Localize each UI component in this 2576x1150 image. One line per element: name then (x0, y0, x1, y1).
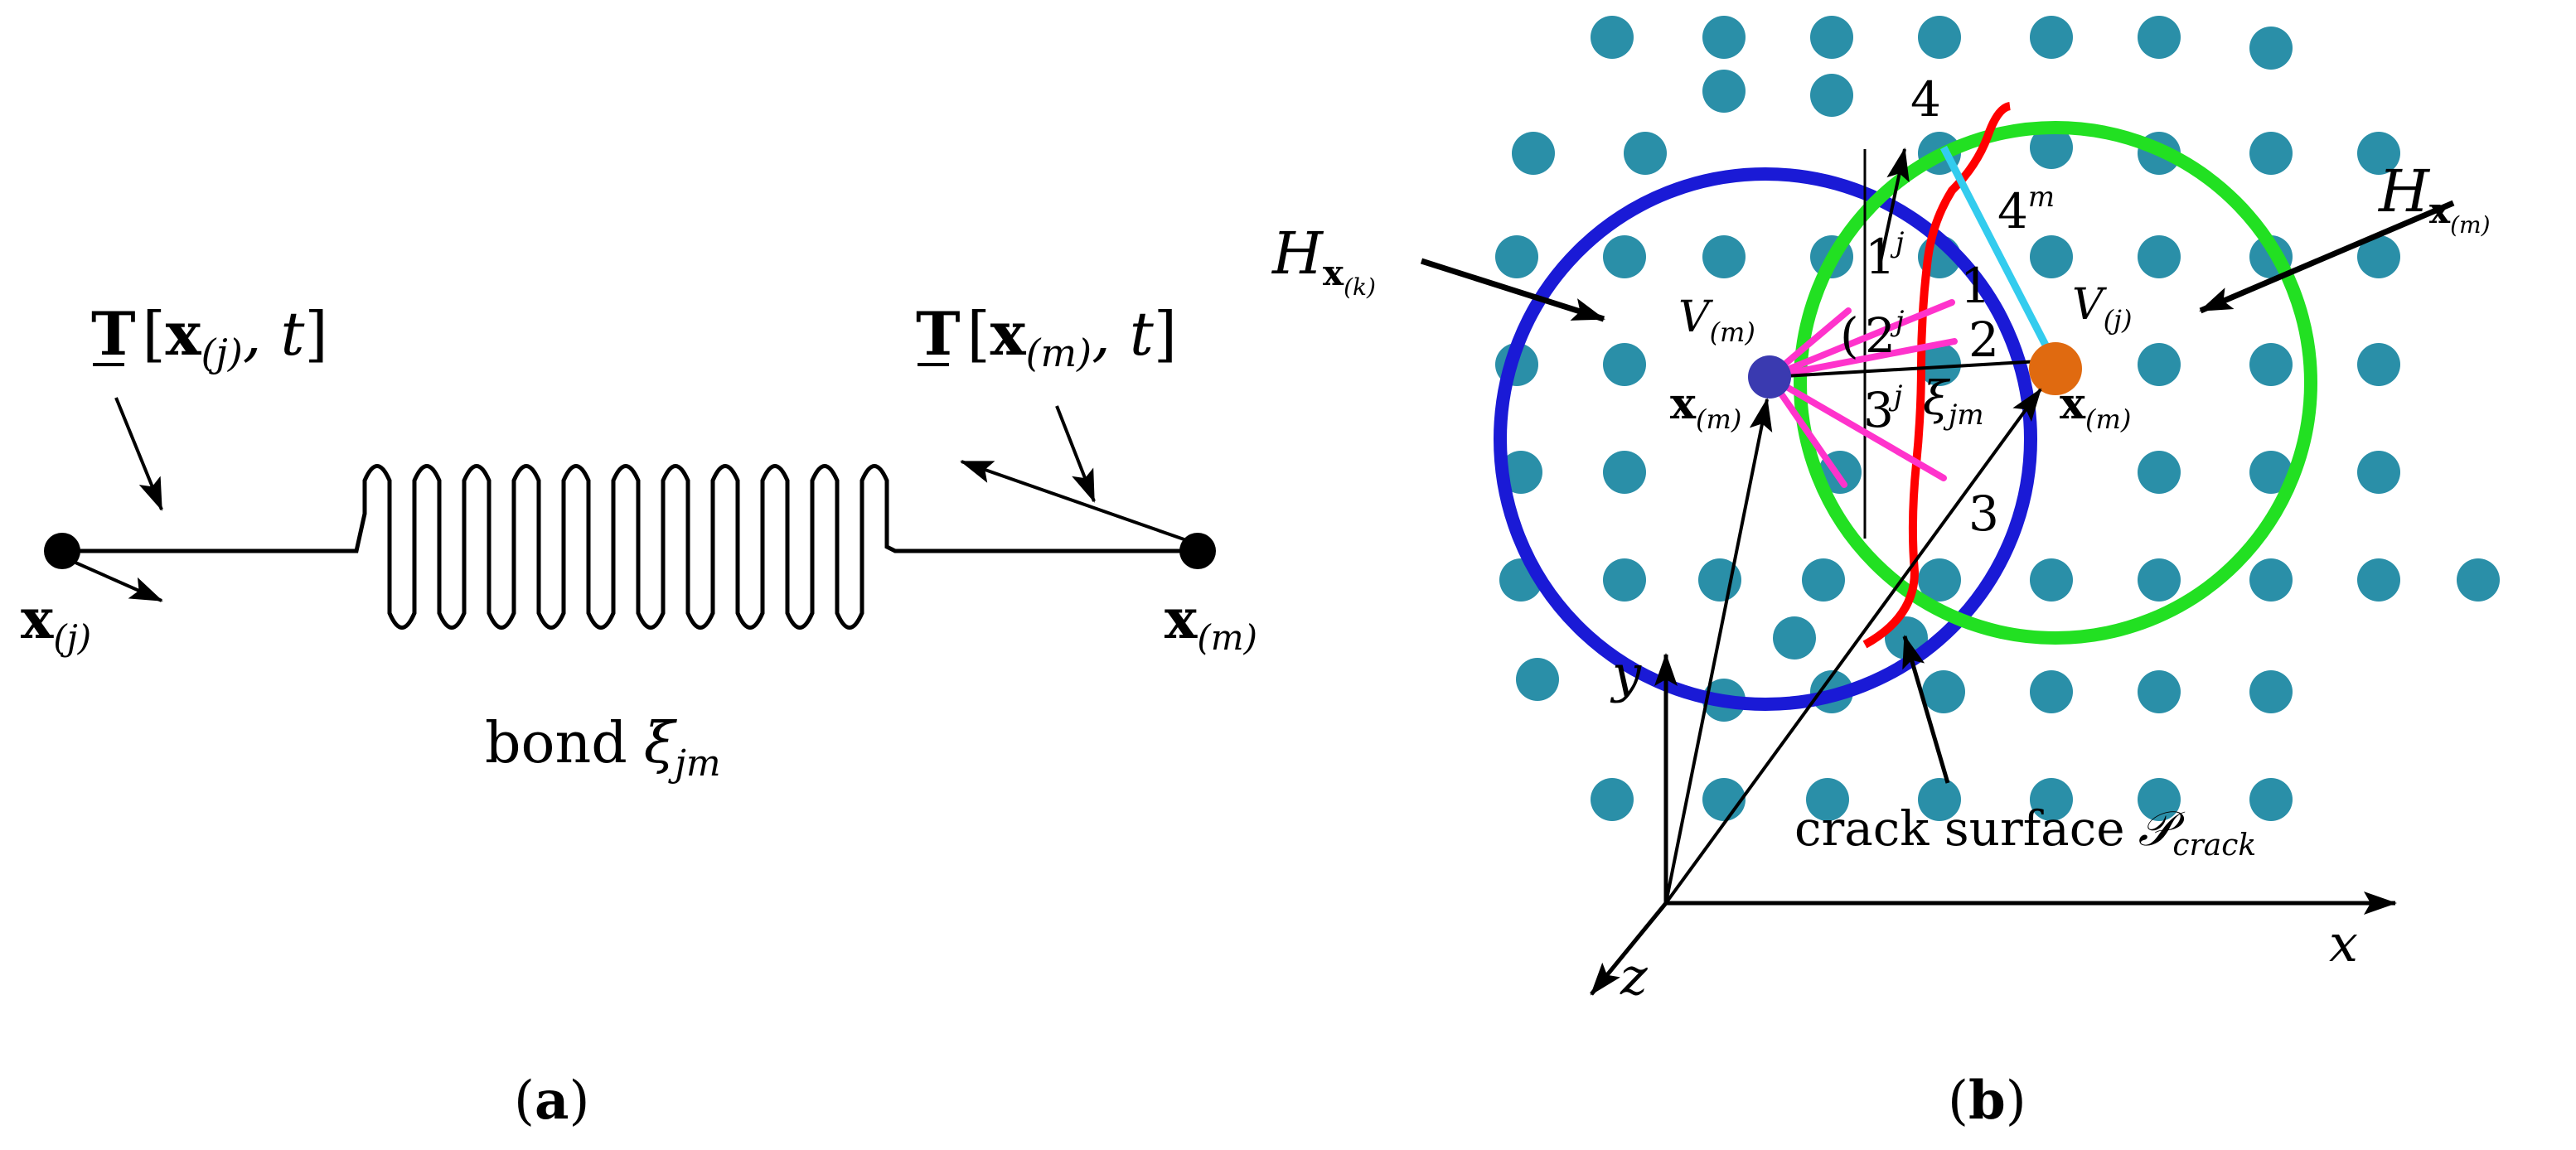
position-vector-m (1664, 398, 1773, 904)
axis-z-arrow (1590, 901, 1668, 996)
bond-xi-line (1769, 359, 2055, 379)
caption-b: (b) (1948, 1070, 2026, 1132)
family-label-paren: ( (1840, 307, 1859, 364)
horizon-right-label: Hx(m) (2377, 157, 2491, 239)
node-m (1748, 355, 1791, 399)
bond-family (1766, 299, 1958, 488)
position-vector-j (1664, 388, 2042, 905)
horizon-left-circle (1494, 167, 2037, 711)
horizon-right-arrow (2199, 200, 2455, 314)
node-right-label: x(m) (1165, 587, 1257, 658)
node-right-arrow (960, 460, 1194, 544)
bond-spring (62, 464, 1198, 630)
panel-b: Hx(k) Hx(m) V(m) V(j) x(m) x(m) ξjm 4 4m… (1271, 16, 2500, 1132)
family-arrow (1878, 147, 1910, 266)
family-label-3: 3 (1968, 486, 1999, 542)
horizon-left-arrow (1420, 258, 1605, 322)
traction-right-label: T[x(m), t] (916, 298, 1177, 375)
node-j (2029, 342, 2082, 395)
bond-xi-label: ξjm (1923, 372, 1984, 432)
crack-arrow (1902, 635, 1950, 784)
axis-z-label: z (1620, 946, 1648, 1007)
bond-cyan (1940, 145, 2055, 359)
node-left-arrow (67, 558, 163, 602)
caption-a: (a) (514, 1070, 589, 1132)
family-label-1: 1 (1960, 258, 1991, 314)
node-left-label: x(j) (21, 587, 91, 658)
traction-left-label: T[x(j), t] (91, 298, 328, 375)
point-left-label: x(m) (1670, 379, 1741, 435)
horizon-left-label: Hx(k) (1271, 220, 1376, 301)
family-label-4m: 4m (1997, 181, 2055, 239)
traction-left-arrow (114, 397, 163, 511)
horizon-right-circle (1794, 121, 2317, 645)
traction-right-arrow (1055, 405, 1096, 503)
point-right-label: x(m) (2060, 379, 2131, 435)
volume-left-label: V(m) (1678, 292, 1755, 348)
family-label-3j: 3j (1863, 379, 1903, 438)
family-label-1j: 1j (1865, 226, 1905, 285)
axis-x-label: x (2329, 913, 2358, 974)
axis-y-label: y (1610, 644, 1642, 704)
family-label-2: 2 (1968, 312, 1999, 368)
volume-right-label: V(j) (2072, 280, 2132, 336)
family-label-2j: 2j (1865, 305, 1905, 364)
family-label-4: 4 (1910, 71, 1941, 128)
